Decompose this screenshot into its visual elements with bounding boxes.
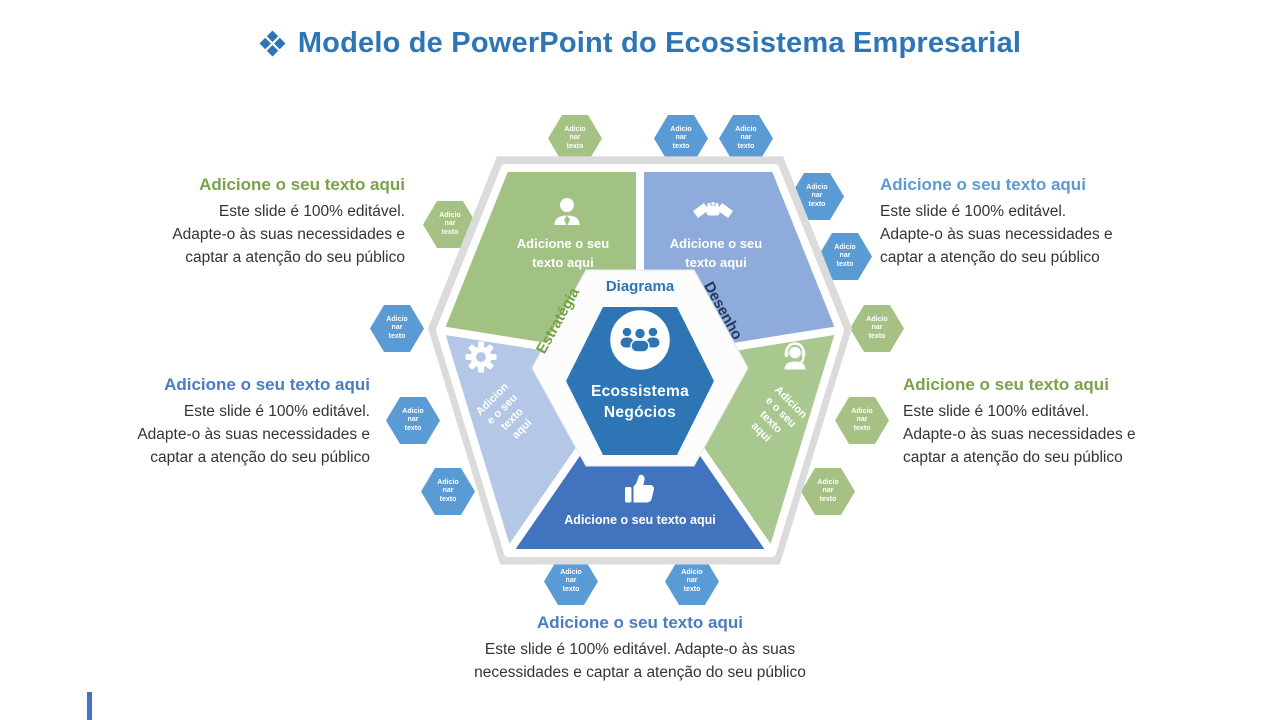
callout-mid-right[interactable]: Adicione o seu texto aqui Este slide é 1… <box>903 375 1193 469</box>
callout-body-line: Adapte-o às suas necessidades e <box>903 426 1136 443</box>
callout-top-left[interactable]: Adicione o seu texto aqui Este slide é 1… <box>105 175 405 269</box>
callout-mid-left[interactable]: Adicione o seu texto aqui Este slide é 1… <box>80 375 370 469</box>
callout-heading[interactable]: Adicione o seu texto aqui <box>537 613 743 632</box>
callout-body[interactable]: Este slide é 100% editável. Adapte-o às … <box>105 200 405 269</box>
callout-body-line: captar a atenção do seu público <box>880 249 1100 266</box>
add-text-hexagon-label: Adicio nar texto <box>402 408 424 432</box>
callout-body-line: necessidades e captar a atenção do seu p… <box>474 664 806 681</box>
section-top-right-label: Adicione o seu <box>670 236 763 251</box>
add-text-hexagon-label: Adicio nar texto <box>834 244 856 268</box>
section-top-right-label: texto aqui <box>685 255 746 270</box>
add-text-hexagon-label: Adicio nar texto <box>735 126 757 150</box>
decorative-bar <box>87 692 92 720</box>
add-text-hexagon-label: Adicio nar texto <box>560 569 582 593</box>
callout-body-line: Adapte-o às suas necessidades e <box>172 226 405 243</box>
add-text-hexagon-label: Adicio nar texto <box>670 126 692 150</box>
callout-body[interactable]: Este slide é 100% editável. Adapte-o às … <box>903 400 1193 469</box>
section-bottom-label: Adicione o seu texto aqui <box>564 513 715 527</box>
callout-body-line: captar a atenção do seu público <box>185 249 405 266</box>
businessman-icon <box>554 198 580 226</box>
callout-body-line: Este slide é 100% editável. <box>183 403 370 420</box>
callout-top-right[interactable]: Adicione o seu texto aqui Este slide é 1… <box>880 175 1180 269</box>
callout-heading[interactable]: Adicione o seu texto aqui <box>880 175 1086 194</box>
add-text-hexagon-label: Adicio nar texto <box>866 316 888 340</box>
callout-heading[interactable]: Adicione o seu texto aqui <box>903 375 1109 394</box>
gear-icon <box>465 341 497 373</box>
callout-body-line: Este slide é 100% editável. Adapte-o às … <box>484 641 796 658</box>
callout-heading[interactable]: Adicione o seu texto aqui <box>164 375 370 394</box>
add-text-hexagon-label: Adicio nar texto <box>681 569 703 593</box>
team-icon <box>620 327 660 353</box>
add-text-hexagon-label: Adicio nar texto <box>851 408 873 432</box>
center-title-line1: Ecossistema <box>591 383 689 400</box>
title-diamond-icon <box>259 30 286 57</box>
callout-body[interactable]: Este slide é 100% editável. Adapte-o às … <box>880 200 1180 269</box>
slide-title[interactable]: Modelo de PowerPoint do Ecossistema Empr… <box>297 27 1022 59</box>
center-title-line2: Negócios <box>604 404 676 421</box>
add-text-hexagon-label: Adicio nar texto <box>564 126 586 150</box>
ring-label-diagrama[interactable]: Diagrama <box>606 278 675 295</box>
callout-body-line: Este slide é 100% editável. <box>903 403 1090 420</box>
headset-icon <box>784 342 806 370</box>
add-text-hexagon-label: Adicio nar texto <box>439 212 461 236</box>
section-top-left-label: Adicione o seu <box>517 236 610 251</box>
callout-body-line: Este slide é 100% editável. <box>880 203 1067 220</box>
callout-body-line: Adapte-o às suas necessidades e <box>137 426 370 443</box>
center-hexagon[interactable] <box>566 307 714 455</box>
add-text-hexagon-label: Adicio nar texto <box>806 184 828 208</box>
section-top-left-label: texto aqui <box>532 255 593 270</box>
callout-body[interactable]: Este slide é 100% editável. Adapte-o às … <box>80 400 370 469</box>
callout-body-line: captar a atenção do seu público <box>150 449 370 466</box>
callout-heading[interactable]: Adicione o seu texto aqui <box>199 175 405 194</box>
title-row: Modelo de PowerPoint do Ecossistema Empr… <box>0 27 1280 60</box>
callout-body-line: captar a atenção do seu público <box>903 449 1123 466</box>
callout-body-line: Este slide é 100% editável. <box>218 203 405 220</box>
callout-body[interactable]: Este slide é 100% editável. Adapte-o às … <box>390 638 890 684</box>
add-text-hexagon-label: Adicio nar texto <box>817 479 839 503</box>
thumbs-up-icon <box>625 474 655 503</box>
callout-bottom[interactable]: Adicione o seu texto aqui Este slide é 1… <box>390 613 890 684</box>
handshake-icon <box>693 201 733 218</box>
add-text-hexagon-label: Adicio nar texto <box>386 316 408 340</box>
add-text-hexagon-label: Adicio nar texto <box>437 479 459 503</box>
callout-body-line: Adapte-o às suas necessidades e <box>880 226 1113 243</box>
